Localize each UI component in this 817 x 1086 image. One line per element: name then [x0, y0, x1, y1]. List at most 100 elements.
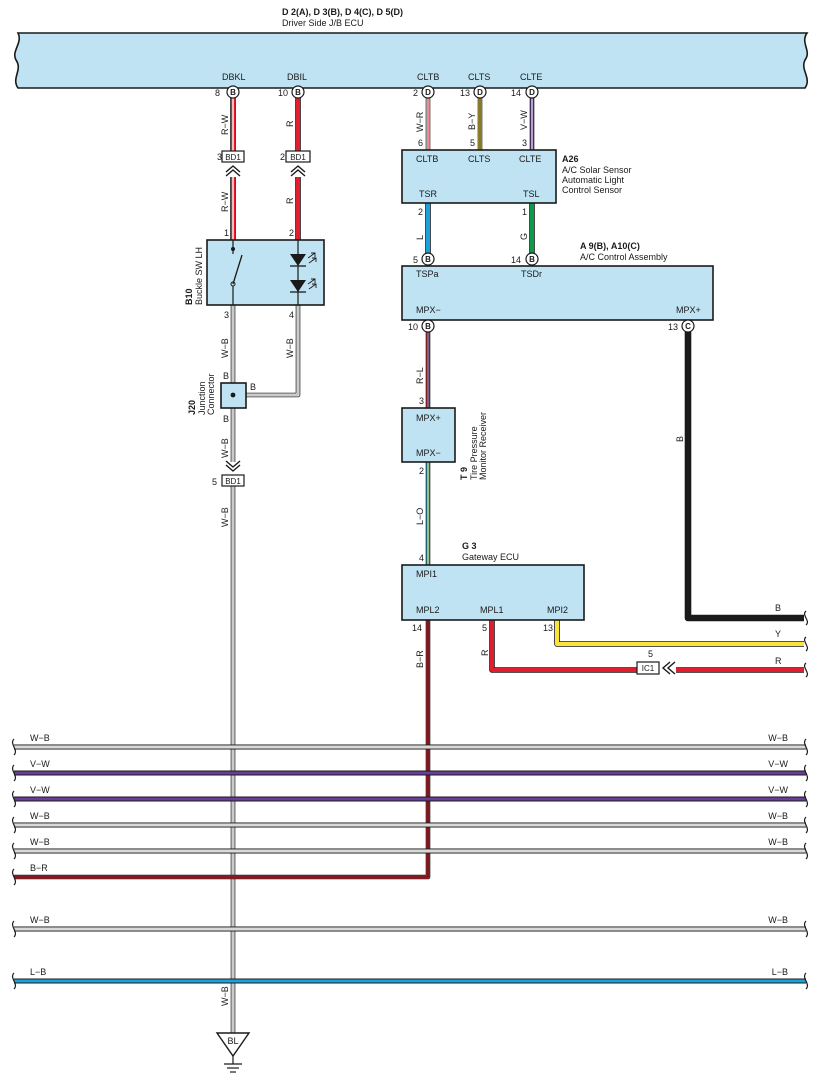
- g3-term-mpl1: MPL1: [480, 605, 504, 615]
- bus-label-left: V−W: [30, 785, 50, 795]
- g3-term-mpl2: MPL2: [416, 605, 440, 615]
- j20-name1: Junction: [197, 381, 207, 415]
- pin-clte: 14 D: [511, 85, 539, 99]
- a26-pin-2: 2: [418, 207, 423, 217]
- j20-ref: J20: [187, 400, 197, 415]
- wire-label-r-1: R: [285, 120, 295, 127]
- bus-line: W−B W−B: [11, 733, 809, 756]
- svg-text:5: 5: [212, 477, 217, 487]
- wire-label-b-2: B: [775, 603, 781, 613]
- svg-text:10: 10: [278, 88, 288, 98]
- term-dbkl: DBKL: [222, 72, 246, 82]
- t9-pin-2: 2: [419, 466, 424, 476]
- a26-term-tsr: TSR: [419, 189, 438, 199]
- g3-ref: G 3: [462, 541, 477, 551]
- junction-connector: [220, 382, 247, 409]
- wire-label-wr: W−R: [415, 111, 425, 132]
- bus-line: B−R: [11, 863, 48, 886]
- bus-label-left: W−B: [30, 837, 50, 847]
- bus-line: V−W V−W: [11, 759, 809, 782]
- bus-label-left: V−W: [30, 759, 50, 769]
- term-clte: CLTE: [520, 72, 542, 82]
- svg-text:8: 8: [215, 88, 220, 98]
- t9-pin-3: 3: [419, 396, 424, 406]
- svg-text:2: 2: [413, 88, 418, 98]
- g3-term-mpi2: MPI2: [547, 605, 568, 615]
- wire-label-l: L: [415, 235, 425, 240]
- gateway-ecu: [401, 564, 585, 621]
- svg-text:5: 5: [413, 255, 418, 265]
- t9-name1: Tire Pressure: [469, 426, 479, 480]
- bus-label-right: V−W: [768, 785, 788, 795]
- b10-pin-2: 2: [289, 228, 294, 238]
- ground-bl: BL: [215, 1032, 251, 1073]
- b10-name: Buckle SW LH: [194, 247, 204, 305]
- bus-line: V−W V−W: [11, 785, 809, 808]
- pin-a9-tsdr: 14 B: [511, 252, 539, 266]
- svg-text:B: B: [425, 255, 431, 264]
- bus-label-left: W−B: [30, 733, 50, 743]
- svg-text:BD1: BD1: [225, 477, 241, 486]
- bus-label-right: V−W: [768, 759, 788, 769]
- g3-term-mpi1: MPI1: [416, 569, 437, 579]
- b10-pin-4: 4: [289, 310, 294, 320]
- jb-title: D 2(A), D 3(B), D 4(C), D 5(D): [282, 7, 403, 17]
- svg-text:D: D: [529, 88, 535, 97]
- a9-subtitle: A/C Control Assembly: [580, 252, 668, 262]
- g3-pin-5: 5: [482, 623, 487, 633]
- bus-label-left: B−R: [30, 863, 48, 873]
- jb-ecu-block: [14, 32, 809, 89]
- a9-term-tsdr: TSDr: [521, 269, 542, 279]
- svg-text:B: B: [230, 88, 236, 97]
- term-clts: CLTS: [468, 72, 490, 82]
- ac-control-assembly: [401, 265, 714, 321]
- connector-bd1-pin2: 2 BD1: [280, 150, 311, 177]
- wire-label-lo: L−O: [415, 508, 425, 525]
- a26-pin-6: 6: [418, 138, 423, 148]
- bus-label-right: W−B: [768, 915, 788, 925]
- a9-term-mpx-minus: MPX−: [416, 305, 441, 315]
- wire-r-mpl1: [489, 620, 637, 673]
- wire-label-rw-1: R−W: [220, 114, 230, 135]
- svg-text:BD1: BD1: [225, 153, 241, 162]
- t9-name2: Monitor Receiver: [478, 412, 488, 480]
- tire-pressure-receiver: [401, 407, 456, 463]
- wire-end-b: [803, 610, 809, 626]
- bus-label-left: W−B: [30, 811, 50, 821]
- pin-dbil: 10 B: [278, 85, 305, 99]
- a26-pin-1: 1: [522, 207, 527, 217]
- wire-y-mpi2: [554, 620, 804, 647]
- a26-term-clts: CLTS: [468, 154, 490, 164]
- bus-label-right: L−B: [772, 967, 788, 977]
- svg-text:14: 14: [511, 88, 521, 98]
- a9-title: A 9(B), A10(C): [580, 241, 640, 251]
- a26-pin-5: 5: [470, 138, 475, 148]
- connector-bd1-pin3: 3 BD1: [217, 150, 245, 177]
- wire-label-wb-3: W−B: [220, 438, 230, 458]
- svg-text:13: 13: [460, 88, 470, 98]
- wire-label-by: B−Y: [467, 113, 477, 130]
- svg-text:13: 13: [668, 322, 678, 332]
- wire-label-br: B−R: [415, 650, 425, 668]
- wire-label-wb-4: W−B: [220, 507, 230, 527]
- j20-label-top: B: [223, 371, 229, 381]
- t9-term-mpx-plus: MPX+: [416, 413, 441, 423]
- buckle-switch: [206, 239, 325, 306]
- jb-subtitle: Driver Side J/B ECU: [282, 18, 364, 28]
- svg-text:2: 2: [280, 152, 285, 162]
- svg-text:B: B: [295, 88, 301, 97]
- wire-label-rw-2: R−W: [220, 191, 230, 212]
- wire-label-r-3: R: [480, 649, 490, 656]
- a26-term-cltb: CLTB: [416, 154, 438, 164]
- bus-line: W−B W−B: [11, 811, 809, 834]
- svg-text:B: B: [529, 255, 535, 264]
- bus-label-right: W−B: [768, 811, 788, 821]
- bus-label-right: W−B: [768, 733, 788, 743]
- a26-term-tsl: TSL: [523, 189, 540, 199]
- svg-text:IC1: IC1: [642, 664, 655, 673]
- j20-label-bottom: B: [223, 414, 229, 424]
- svg-text:C: C: [685, 322, 691, 331]
- b10-pin-1: 1: [224, 228, 229, 238]
